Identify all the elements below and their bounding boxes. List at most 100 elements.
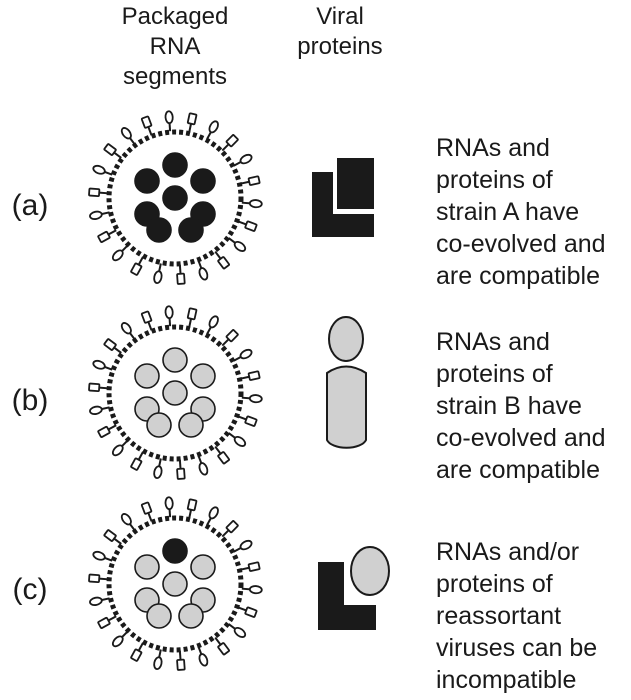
rna-segment-black: [162, 152, 188, 178]
spike-head-oval: [208, 506, 219, 520]
spike-head-oval: [239, 348, 253, 360]
header-protein-line-1: Viral: [316, 3, 364, 30]
spike-stalk: [107, 424, 117, 431]
row-a-line-1: RNAs and: [436, 134, 550, 162]
spike-head-box: [247, 561, 261, 572]
spike-head-box: [88, 187, 101, 198]
spike-head-oval: [248, 394, 263, 404]
spike-head-oval: [120, 127, 132, 140]
spike-stalk: [107, 615, 117, 622]
spike-head-box: [103, 338, 117, 351]
spike-head-oval: [198, 267, 209, 281]
spike-head-box: [103, 143, 117, 156]
spike-stalk: [107, 229, 117, 236]
spike-head-oval: [239, 539, 253, 551]
spike-stalk: [221, 529, 230, 538]
rna-segment-gray: [134, 554, 160, 580]
spike-stalk: [240, 375, 250, 380]
rna-segment-gray: [162, 571, 188, 597]
row-b-line-3: strain B have: [436, 392, 582, 420]
virus-b: [88, 305, 263, 480]
spike-stalk: [137, 642, 144, 652]
row-a-line-3: strain A have: [436, 198, 580, 226]
rna-segment-gray: [146, 412, 172, 438]
spike-head-oval: [92, 164, 106, 175]
row-a-label: (a): [11, 189, 49, 222]
rna-segment-gray: [146, 603, 172, 629]
spike-stalk: [113, 151, 122, 159]
rna-segment-black: [146, 217, 172, 243]
spike-head-oval: [164, 496, 174, 511]
spike-head-oval: [233, 240, 247, 252]
rna-segment-black: [162, 538, 188, 564]
spike-head-oval: [89, 596, 103, 606]
spike-stalk: [99, 386, 109, 390]
header-viral-proteins: Viral proteins: [285, 2, 395, 62]
spike-stalk: [221, 143, 230, 152]
spike-head-oval: [233, 435, 247, 447]
spike-head-oval: [164, 110, 174, 125]
protein-ellipse: [350, 546, 390, 596]
spike-stalk: [99, 577, 109, 581]
row-a-line-4: co-evolved and: [436, 230, 606, 258]
spike-head-box: [176, 467, 186, 480]
row-c-description: RNAs and/or proteins of reassortant viru…: [436, 536, 631, 696]
spike-head-oval: [248, 199, 263, 209]
spike-head-oval: [153, 656, 163, 670]
spike-head-box: [130, 262, 143, 276]
spike-head-oval: [89, 210, 103, 220]
header-protein-line-2: proteins: [297, 33, 383, 60]
spike-head-box: [176, 272, 186, 285]
rna-segment-black: [178, 217, 204, 243]
spike-head-oval: [111, 635, 124, 648]
spike-head-box: [140, 501, 153, 515]
row-a-description: RNAs and proteins of strain A have co-ev…: [436, 132, 631, 292]
spike-head-oval: [248, 585, 263, 595]
protein-l-shape: [318, 562, 376, 630]
row-c-label: (c): [12, 573, 48, 606]
rna-segment-black: [162, 185, 188, 211]
spike-stalk: [214, 636, 222, 646]
spike-head-box: [140, 310, 153, 324]
row-c-line-3: reassortant: [436, 602, 562, 630]
spike-stalk: [237, 220, 247, 226]
rna-segment-gray: [162, 380, 188, 406]
spike-head-box: [97, 425, 111, 438]
spike-head-oval: [208, 315, 219, 329]
spike-stalk: [178, 264, 182, 274]
row-b-line-1: RNAs and: [436, 328, 550, 356]
spike-head-box: [217, 256, 230, 270]
spike-head-box: [225, 329, 239, 343]
spike-stalk: [240, 180, 250, 185]
protein-c-black-l-gray-ellipse: [318, 546, 390, 630]
virus-a: [88, 110, 263, 285]
row-c-line-4: viruses can be: [436, 634, 598, 662]
protein-l-shape: [312, 172, 374, 237]
row-b-label: (b): [11, 384, 49, 417]
protein-ellipse: [328, 316, 364, 362]
spike-stalk: [137, 256, 144, 266]
spike-stalk: [237, 606, 247, 612]
spike-stalk: [237, 415, 247, 421]
spike-head-oval: [233, 626, 247, 638]
rna-segment-gray: [190, 363, 216, 389]
spike-head-oval: [111, 444, 124, 457]
spike-head-oval: [208, 120, 219, 134]
row-c-line-2: proteins of: [436, 570, 553, 598]
spike-stalk: [113, 346, 122, 354]
row-b-line-4: co-evolved and: [436, 424, 606, 452]
spike-head-box: [186, 498, 198, 512]
protein-b-gray-cylinder: [326, 316, 367, 449]
rna-segment-gray: [134, 363, 160, 389]
header-rna-line-1: Packaged: [121, 3, 229, 30]
spike-stalk: [147, 512, 153, 522]
spike-head-box: [130, 457, 143, 471]
header-packaged-rna-segments: Packaged RNA segments: [95, 2, 255, 92]
spike-head-box: [217, 451, 230, 465]
row-c-line-5: incompatible: [436, 666, 577, 694]
spike-stalk: [147, 126, 153, 136]
protein-cylinder: [326, 365, 367, 449]
spike-stalk: [188, 509, 193, 519]
row-a-line-2: proteins of: [436, 166, 553, 194]
spike-head-oval: [111, 249, 124, 262]
